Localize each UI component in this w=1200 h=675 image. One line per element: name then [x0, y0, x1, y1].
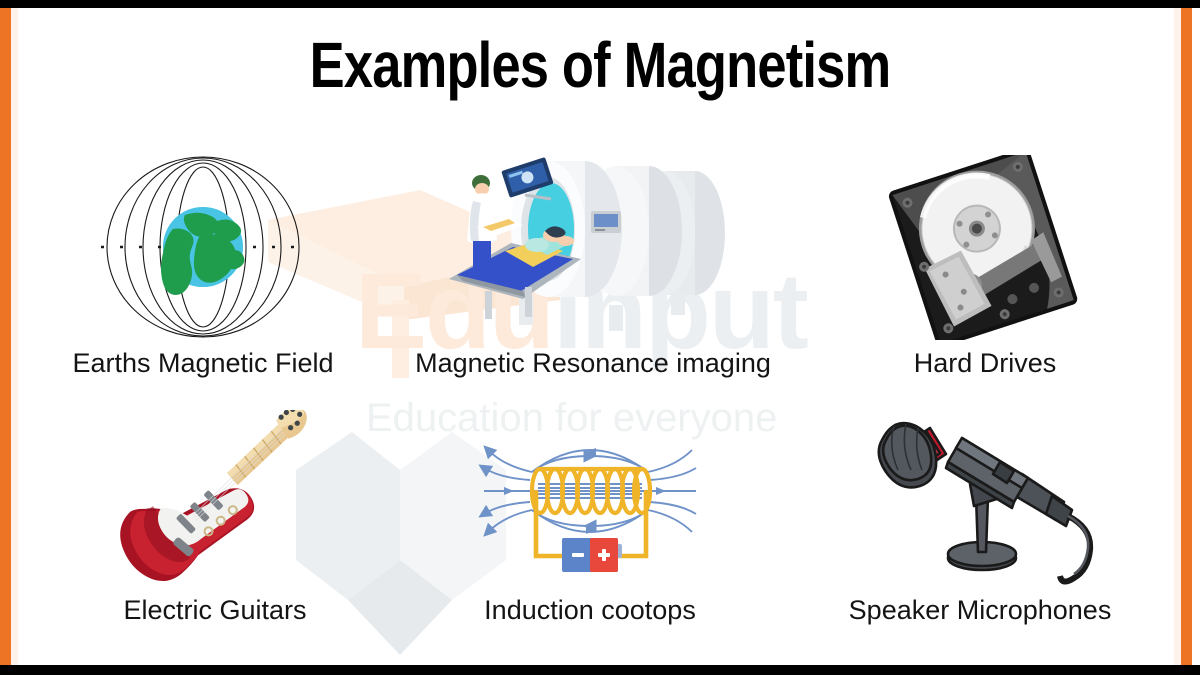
example-label: Earths Magnetic Field — [72, 348, 334, 378]
earth-magnetic-field-illustration — [53, 155, 353, 340]
example-item-electric-guitars: Electric Guitars — [40, 410, 390, 626]
right-inner-border — [1174, 8, 1181, 665]
microphone-on-stand-illustration — [850, 410, 1110, 585]
example-label: Magnetic Resonance imaging — [415, 348, 771, 378]
right-orange-border — [1181, 8, 1192, 665]
example-item-magnetic-resonance-imaging: Magnetic Resonance imaging — [398, 155, 788, 379]
left-orange-border — [0, 8, 11, 665]
left-inner-border — [11, 8, 18, 665]
example-label: Electric Guitars — [123, 595, 307, 625]
example-label: Induction cootops — [484, 595, 696, 625]
mri-scanner-illustration — [433, 155, 753, 340]
bottom-black-bar — [0, 665, 1200, 675]
solenoid-coil-battery-illustration — [460, 410, 720, 585]
example-item-speaker-microphones: Speaker Microphones — [790, 410, 1170, 626]
example-item-earths-magnetic-field: Earths Magnetic Field — [18, 155, 388, 379]
hard-disk-drive-illustration — [855, 155, 1115, 340]
example-label: Speaker Microphones — [848, 595, 1112, 625]
example-label: Hard Drives — [913, 348, 1057, 378]
page-title: Examples of Magnetism — [309, 29, 891, 101]
top-black-bar — [0, 0, 1200, 8]
example-item-hard-drives: Hard Drives — [800, 155, 1170, 379]
example-item-induction-cooktops: Induction cootops — [400, 410, 780, 626]
electric-guitar-illustration — [95, 410, 335, 585]
